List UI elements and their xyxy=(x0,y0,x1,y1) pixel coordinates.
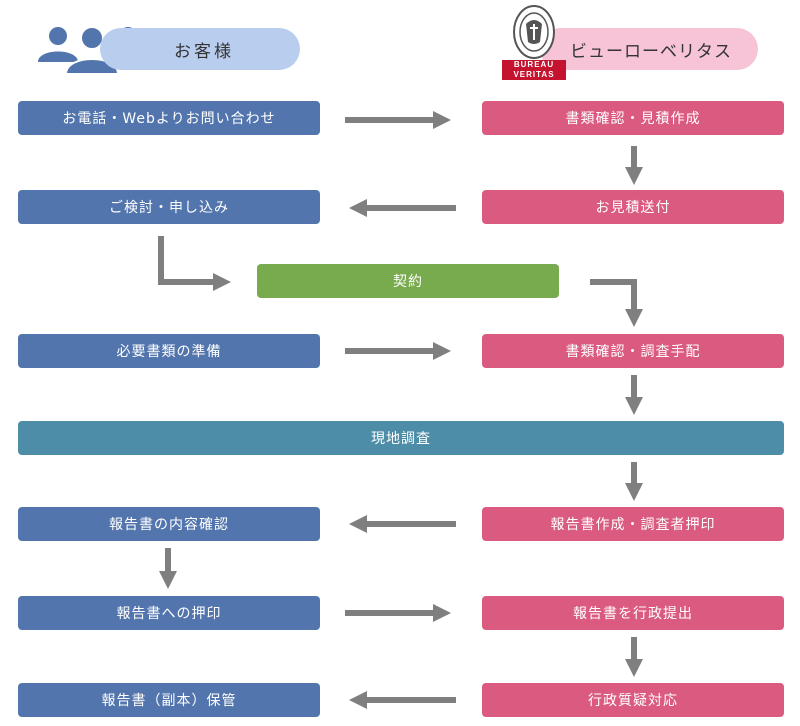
step-send-estimate-label: お見積送付 xyxy=(595,200,671,216)
logo-text-bureau: BUREAU xyxy=(502,60,566,70)
customer-header: お客様 xyxy=(100,28,300,70)
step-check-report: 報告書の内容確認 xyxy=(18,507,320,541)
step-submit-report-label: 報告書を行政提出 xyxy=(573,606,693,622)
step-consider-apply-label: ご検討・申し込み xyxy=(109,200,229,216)
arrow-elbow-left xyxy=(158,236,231,291)
step-government-qa-label: 行政質疑対応 xyxy=(588,693,678,709)
step-send-estimate: お見積送付 xyxy=(482,190,784,224)
step-store-report-label: 報告書（副本）保管 xyxy=(101,693,237,709)
bureau-veritas-logo: BUREAU VERITAS xyxy=(502,2,566,80)
step-inquiry: お電話・Webよりお問い合わせ xyxy=(18,101,320,135)
step-government-qa: 行政質疑対応 xyxy=(482,683,784,717)
step-site-survey: 現地調査 xyxy=(18,421,784,455)
step-contract-label: 契約 xyxy=(393,274,423,290)
bureau-veritas-header-label: ビューローベリタス xyxy=(570,41,732,62)
logo-text-veritas: VERITAS xyxy=(502,70,566,80)
step-submit-report: 報告書を行政提出 xyxy=(482,596,784,630)
step-contract: 契約 xyxy=(257,264,559,298)
step-consider-apply: ご検討・申し込み xyxy=(18,190,320,224)
bureau-veritas-header: ビューローベリタス xyxy=(540,28,758,70)
step-store-report: 報告書（副本）保管 xyxy=(18,683,320,717)
step-prepare-documents: 必要書類の準備 xyxy=(18,334,320,368)
step-check-report-label: 報告書の内容確認 xyxy=(109,517,229,533)
customer-header-label: お客様 xyxy=(174,41,234,62)
arrow-elbow-right xyxy=(590,279,643,327)
step-create-report-label: 報告書作成・調査者押印 xyxy=(550,517,716,533)
step-seal-report-label: 報告書への押印 xyxy=(116,606,222,622)
step-document-review-arrange-label: 書類確認・調査手配 xyxy=(565,344,701,360)
step-document-review-arrange: 書類確認・調査手配 xyxy=(482,334,784,368)
step-prepare-documents-label: 必要書類の準備 xyxy=(116,344,222,360)
step-seal-report: 報告書への押印 xyxy=(18,596,320,630)
step-document-review-estimate: 書類確認・見積作成 xyxy=(482,101,784,135)
step-inquiry-label: お電話・Webよりお問い合わせ xyxy=(62,111,276,127)
step-site-survey-label: 現地調査 xyxy=(371,431,431,447)
step-document-review-estimate-label: 書類確認・見積作成 xyxy=(565,111,701,127)
step-create-report: 報告書作成・調査者押印 xyxy=(482,507,784,541)
